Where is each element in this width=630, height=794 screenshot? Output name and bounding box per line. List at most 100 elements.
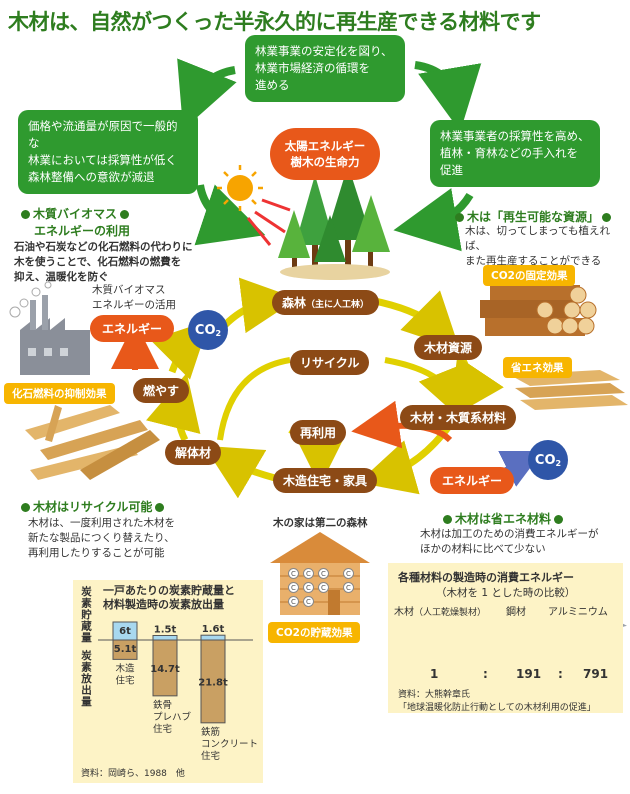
energy-heading: 木材は省エネ材料: [440, 510, 566, 527]
carbon-c-mark: C: [288, 596, 299, 607]
emission-axis-label: 炭素放出量: [80, 650, 92, 708]
energy-value-steel: 191: [516, 667, 542, 681]
node-resource: 木材資源: [414, 335, 483, 360]
storage-bar: [200, 634, 226, 641]
category-label: 鉄骨: [153, 699, 172, 711]
renewable-heading: 木は「再生可能な資源」: [452, 208, 614, 225]
energy-sep-1: :: [483, 667, 488, 681]
bullet-icon: [443, 515, 452, 524]
category-label: 住宅: [115, 674, 134, 686]
category-label: 住宅: [153, 723, 172, 735]
forest-trees-icon: [278, 165, 390, 280]
energy-saving-label: 省エネ効果: [503, 357, 572, 378]
co2-storage-label: CO2の貯蔵効果: [268, 622, 361, 643]
lumber-pile-icon: [25, 405, 160, 480]
info-box-top: 林業事業の安定化を図り、 林業市場経済の循環を 進める: [245, 35, 405, 102]
storage-axis-label: 炭素貯蔵量: [80, 586, 92, 644]
storage-value-label: 6t: [119, 626, 131, 637]
arrow-dismantle-burn: [146, 372, 201, 442]
arrow-resource-material: [449, 353, 504, 419]
emission-bar: [152, 639, 178, 697]
house-label: 木の家は第二の森林: [273, 517, 368, 529]
arrow-green-3: [393, 188, 474, 252]
bullet-icon: [120, 210, 130, 219]
energy-value-aluminum: 791: [583, 667, 609, 681]
category-label: コンクリート: [201, 739, 258, 750]
sun-icon: [217, 165, 291, 246]
factory-icon: [9, 281, 90, 375]
biomass-energy-badge: エネルギー: [90, 315, 175, 342]
material-aluminum-label: アルミニウム: [548, 607, 608, 618]
node-housing: 木造住宅・家具: [273, 468, 378, 493]
carbon-c-mark: C: [343, 568, 354, 579]
bullet-icon: [155, 503, 165, 512]
bullet-icon: [602, 213, 612, 222]
energy-chart-title: 各種材料の製造時の消費エネルギー: [398, 571, 574, 584]
node-reuse: 再利用: [290, 420, 347, 445]
node-burn: 燃やす: [133, 378, 190, 403]
carbon-c-mark: C: [303, 596, 314, 607]
energy-source-1: 資料：大熊幹章氏: [398, 690, 471, 700]
page-title: 木材は、自然がつくった半永久的に再生産できる材料です: [8, 10, 541, 34]
category-label: 鉄筋: [201, 726, 220, 738]
material-wood-label: 木材（人工乾燥製材）: [394, 607, 487, 618]
fossil-suppress-label: 化石燃料の抑制効果: [4, 383, 115, 404]
carbon-chart-panel: 一戸あたりの炭素貯蔵量と 材料製造時の炭素放出量 炭素貯蔵量 炭素放出量 6t 5…: [73, 580, 263, 783]
info-box-left: 価格や流通量が原因で一般的な 林業においては採算性が低く 森林整備への意欲が減退: [18, 110, 198, 194]
bullet-icon: [21, 210, 30, 219]
storage-bar: [152, 635, 178, 641]
info-box-right: 林業事業者の採算性を高め、 植林・育林などの手入れを 促進: [430, 120, 600, 187]
energy-value-wood: 1: [430, 667, 439, 681]
node-dismantle: 解体材: [165, 440, 222, 465]
category-label: プレハブ: [153, 711, 192, 723]
energy-source-2: 「地球温暖化防止行動としての木材利用の促進」: [398, 703, 596, 713]
arrow-energy-co2: [498, 451, 543, 487]
node-forest: 森林（主に人工林）: [272, 290, 380, 315]
recycle-text: 木材は、一度利用された木材を 新たな製品につくり替えたり、 再利用したりすること…: [28, 517, 175, 559]
arrow-housing-dismantle: [203, 445, 276, 499]
carbon-c-mark: C: [343, 582, 354, 593]
log-pile-icon: [480, 285, 597, 336]
category-label: 木造: [115, 662, 135, 674]
arrow-burn-co2: [150, 320, 210, 380]
carbon-c-mark: C: [288, 568, 299, 579]
category-label: 住宅: [201, 750, 220, 762]
arrow-forest-resource: [369, 290, 460, 350]
arrow-green-4: [194, 184, 266, 246]
recycle-heading: 木材はリサイクル可能: [18, 498, 167, 515]
emission-bar: [112, 639, 138, 660]
arrow-co2-forest: [222, 277, 298, 334]
bullet-icon: [21, 503, 30, 512]
storage-value-label: 1.5t: [154, 625, 177, 636]
carbon-source: 資料：岡崎ら、1988 他: [81, 769, 185, 779]
bullet-icon: [554, 515, 564, 524]
biomass-text: 石油や石炭などの化石燃料の代わりに 木を使うことで、化石燃料の燃費を 抑え、温暖…: [14, 241, 193, 283]
carbon-chart-title: 一戸あたりの炭素貯蔵量と 材料製造時の炭素放出量: [103, 584, 235, 611]
energy-sep-2: :: [558, 667, 563, 681]
co2-fix-label: CO2の固定効果: [483, 265, 576, 286]
energy-chart-panel: 各種材料の製造時の消費エネルギー （木材を 1 とした時の比較） 木材（人工乾燥…: [388, 563, 623, 713]
emission-bar: [200, 639, 226, 724]
energy-chart-subtitle: （木材を 1 とした時の比較）: [436, 587, 576, 599]
biomass-heading: 木質バイオマス エネルギーの利用: [18, 205, 132, 239]
carbon-bars: 6t5.1t木造住宅1.5t14.7t鉄骨プレハブ住宅1.6t21.8t鉄筋コン…: [98, 621, 258, 762]
energy-text: 木材は加工のための消費エネルギーが ほかの材料に比べて少ない: [420, 528, 599, 555]
carbon-c-mark: C: [318, 568, 329, 579]
carbon-c-mark: C: [303, 582, 314, 593]
emission-value-label: 5.1t: [114, 644, 137, 655]
renewable-text: 木は、切ってしまっても植えれば、 また再生産することができる: [465, 225, 611, 267]
carbon-c-mark: C: [303, 568, 314, 579]
arrow-green-1: [177, 58, 237, 130]
storage-value-label: 1.6t: [202, 624, 225, 635]
carbon-c-mark: C: [318, 582, 329, 593]
carbon-c-mark: C: [288, 582, 299, 593]
emission-value-label: 21.8t: [198, 677, 228, 688]
arrow-recycle: [217, 357, 450, 441]
node-recycle: リサイクル: [290, 350, 370, 375]
energy-badge-right: エネルギー: [430, 467, 515, 494]
emission-value-label: 14.7t: [150, 664, 180, 675]
node-material: 木材・木質系材料: [400, 405, 517, 430]
material-steel-label: 鋼材: [506, 607, 526, 618]
